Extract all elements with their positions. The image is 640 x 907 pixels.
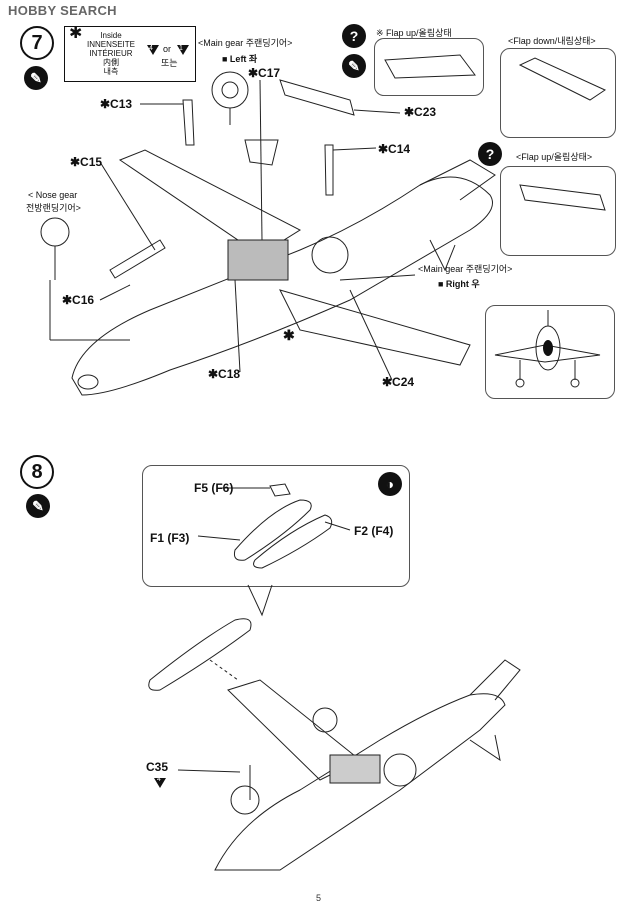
part-c35: C35 bbox=[146, 760, 169, 774]
flap-down-label: <Flap down/내림상태> bbox=[508, 36, 596, 46]
left-label: ■ Left 좌 bbox=[222, 54, 258, 64]
part-f5: F5 (F6) bbox=[194, 481, 234, 495]
center-asterisk: ✱ bbox=[283, 327, 295, 343]
part-c18: ✱C18 bbox=[208, 367, 241, 381]
korean-or-text: 또는 bbox=[161, 58, 178, 68]
question-icon-1: ? bbox=[342, 24, 366, 48]
inside-line1: Inside bbox=[100, 31, 122, 40]
part-c23: ✱C23 bbox=[404, 105, 437, 119]
paint-b-number: 1 bbox=[179, 45, 183, 52]
inside-line2: INNENSEITE bbox=[86, 40, 135, 49]
flap-up-label: ※ Flap up/올림상태 bbox=[376, 28, 452, 38]
glue-icon: ✎ bbox=[24, 66, 48, 90]
inside-asterisk: ✱ bbox=[69, 25, 83, 42]
paint-a-number: 4 bbox=[149, 45, 153, 52]
step-7-number: 7 bbox=[20, 26, 54, 60]
part-c15: ✱C15 bbox=[70, 155, 103, 169]
part-f1: F1 (F3) bbox=[150, 531, 190, 545]
flap-down-inset bbox=[500, 48, 616, 138]
paint-triangles bbox=[147, 45, 189, 55]
step-8-number: 8 bbox=[20, 455, 54, 489]
attention-icon: ◑ bbox=[378, 472, 402, 496]
part-f2: F2 (F4) bbox=[354, 524, 394, 538]
or-text: or bbox=[163, 44, 172, 54]
tank-inset-panel bbox=[142, 465, 410, 587]
inside-line5: 내측 bbox=[103, 67, 119, 76]
page-number: 5 bbox=[316, 893, 322, 903]
paint-icon: ✎ bbox=[342, 54, 366, 78]
part-c17: ✱C17 bbox=[248, 66, 281, 80]
flap-up-inset-2 bbox=[500, 166, 616, 256]
c35-paint-number: 4 bbox=[157, 776, 161, 783]
inside-line3: INTÉRIEUR bbox=[89, 49, 133, 58]
main-gear-left-label: <Main gear 주랜딩기어> bbox=[198, 38, 293, 48]
inside-line4: 内側 bbox=[103, 58, 119, 67]
right-label: ■ Right 우 bbox=[438, 279, 480, 289]
flap-up-label-2: <Flap up/올림상태> bbox=[516, 152, 593, 162]
inside-paint-box: ✱ Inside INNENSEITE INTÉRIEUR 内側 내측 4 1 … bbox=[64, 26, 196, 82]
part-c16: ✱C16 bbox=[62, 293, 95, 307]
nose-gear-label-1: < Nose gear bbox=[28, 190, 78, 200]
main-gear-right-label: <Main gear 주랜딩기어> bbox=[418, 264, 513, 274]
part-c13: ✱C13 bbox=[100, 97, 133, 111]
glue-icon-2: ✎ bbox=[26, 494, 50, 518]
nose-gear-label-2: 전방랜딩기어> bbox=[26, 203, 81, 213]
watermark-logo: HOBBY SEARCH bbox=[8, 3, 117, 18]
part-c24: ✱C24 bbox=[382, 375, 415, 389]
part-c14: ✱C14 bbox=[378, 142, 411, 156]
question-icon-2: ? bbox=[478, 142, 502, 166]
flap-up-inset bbox=[374, 38, 484, 96]
